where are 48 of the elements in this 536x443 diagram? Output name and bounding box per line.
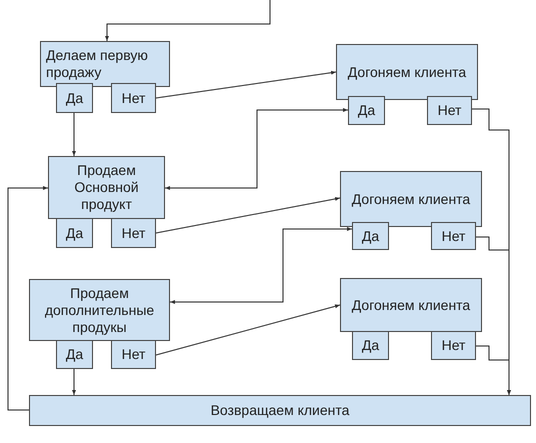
process-box: [340, 171, 482, 227]
box-label: Догоняем клиента: [352, 296, 470, 314]
arrow: [156, 70, 336, 98]
arrow: [156, 196, 340, 234]
answer-box: [431, 222, 476, 250]
process-box: [29, 279, 170, 341]
box-label: Да: [358, 102, 376, 119]
box-label: Нет: [122, 224, 146, 242]
box-label: Делаем первую продажу: [46, 47, 149, 81]
arrow: [72, 368, 76, 396]
process-box: [336, 44, 478, 100]
answer-box: [348, 96, 385, 125]
answer-box: [352, 331, 389, 360]
process-box: [48, 156, 165, 219]
box-label: Догоняем клиента: [352, 190, 470, 208]
process-box: [340, 278, 482, 332]
box-label: Да: [66, 224, 84, 242]
box-label: Нет: [442, 228, 466, 244]
answer-box: [111, 340, 156, 369]
answer-box: [431, 331, 476, 360]
box-label: Да: [362, 228, 380, 244]
arrow: [164, 108, 348, 190]
answer-box: [56, 83, 93, 113]
arrow: [8, 186, 48, 410]
box-label: Нет: [122, 90, 146, 106]
arrow: [156, 304, 340, 356]
box-label: Продаем Основной продукт: [73, 162, 140, 213]
box-label: Продаем дополнительные продукы: [44, 284, 156, 336]
box-label: Возвращаем клиента: [210, 402, 350, 419]
arrow: [476, 346, 511, 396]
box-label: Да: [362, 337, 380, 354]
answer-box: [111, 218, 156, 248]
process-box: [40, 41, 170, 87]
answer-box: [352, 222, 389, 250]
box-label: Да: [66, 90, 84, 106]
arrow: [72, 112, 76, 156]
answer-box: [111, 83, 156, 113]
answer-box: [427, 96, 472, 125]
box-label: Да: [66, 346, 84, 363]
box-label: Догоняем клиента: [348, 64, 466, 80]
arrow: [105, 0, 270, 42]
process-bar: [29, 395, 531, 426]
box-label: Нет: [442, 337, 466, 354]
answer-box: [56, 218, 93, 248]
answer-box: [56, 340, 93, 369]
arrow: [170, 227, 352, 304]
box-label: Нет: [122, 346, 146, 363]
box-label: Нет: [438, 102, 462, 119]
